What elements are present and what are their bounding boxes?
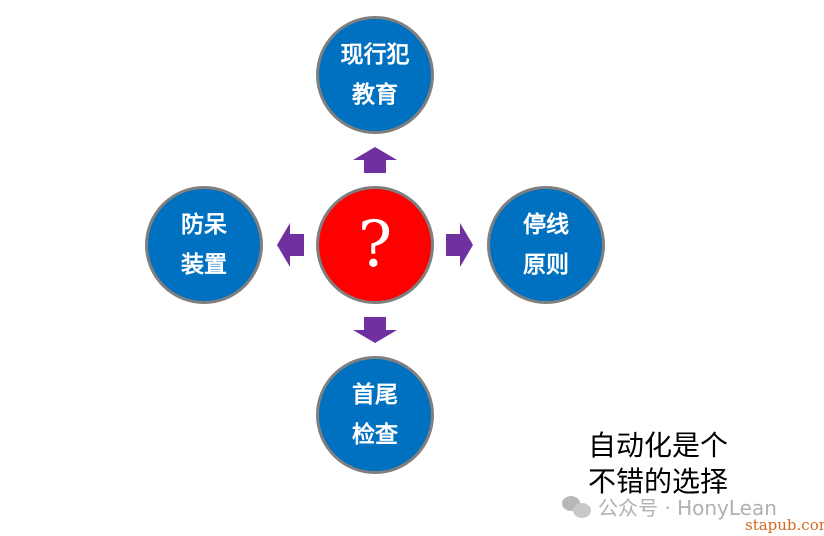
watermark-text: 公众号 · HonyLean: [598, 496, 777, 520]
watermark: 公众号 · HonyLean: [562, 492, 777, 521]
node-label: 停线: [523, 211, 569, 238]
site-watermark: stapub.com: [745, 516, 824, 534]
note-line: 不错的选择: [588, 465, 729, 498]
arrow-up: [353, 147, 397, 173]
question-mark: ?: [357, 208, 393, 282]
wechat-icon: [562, 495, 592, 518]
center-question-node: ?: [316, 186, 434, 304]
node-label: 原则: [523, 251, 569, 278]
node-label: 防呆: [181, 211, 227, 238]
node-label: 装置: [181, 251, 227, 278]
node-label: 现行犯: [340, 41, 410, 68]
node-bottom: 首尾 检查: [316, 356, 434, 474]
node-right: 停线 原则: [487, 186, 605, 304]
arrow-down: [353, 317, 397, 343]
arrow-right: [446, 223, 473, 267]
node-left: 防呆 装置: [145, 186, 263, 304]
arrow-left: [277, 223, 304, 267]
node-label: 检查: [352, 421, 398, 448]
note-text: 自动化是个 不错的选择: [588, 428, 728, 500]
node-top: 现行犯 教育: [316, 16, 434, 134]
node-label: 教育: [352, 81, 398, 108]
note-line: 自动化是个: [588, 429, 729, 462]
node-label: 首尾: [352, 381, 398, 408]
